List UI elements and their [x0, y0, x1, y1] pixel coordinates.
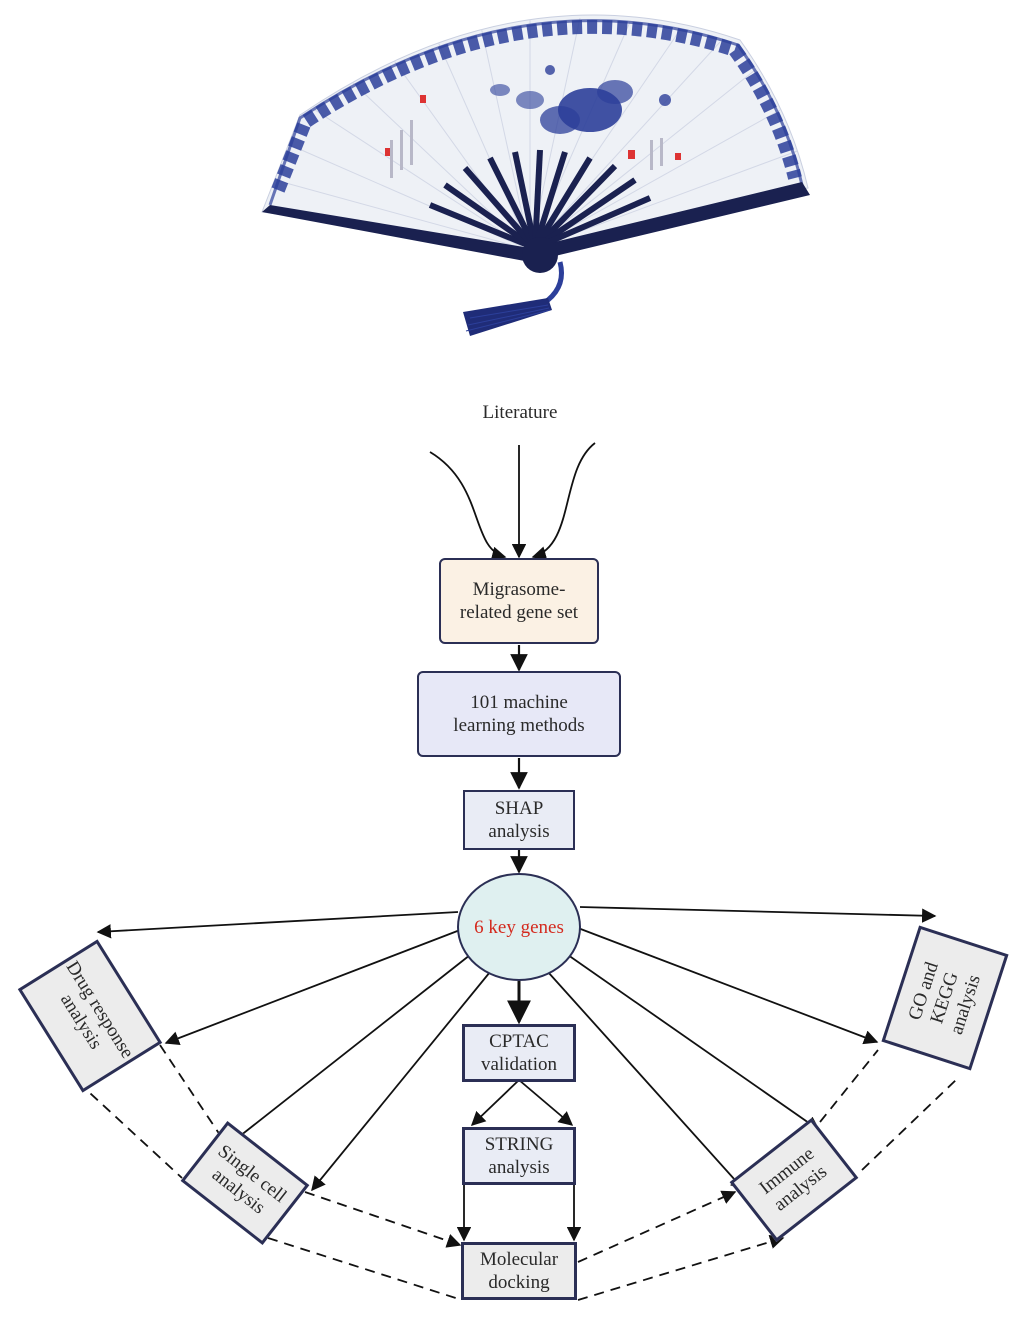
folding-fan-illustration [261, 14, 810, 336]
shap-analysis-box: SHAP analysis [463, 790, 575, 850]
migrasome-gene-set-box: Migrasome- related gene set [439, 558, 599, 644]
fan-border-pattern [271, 19, 802, 193]
fan-flower-motif [490, 65, 671, 134]
key-genes-circle: 6 key genes [457, 873, 581, 981]
fan-leaf [261, 14, 809, 251]
cptac-validation-box: CPTAC validation [462, 1024, 576, 1082]
fan-guard-sticks [262, 182, 810, 262]
string-analysis-box: STRING analysis [462, 1127, 576, 1185]
machine-learning-methods-box: 101 machine learning methods [417, 671, 621, 757]
literature-label: Literature [482, 401, 558, 423]
molecular-docking-box: Molecular docking [461, 1242, 577, 1300]
fan-pivot [522, 237, 558, 273]
